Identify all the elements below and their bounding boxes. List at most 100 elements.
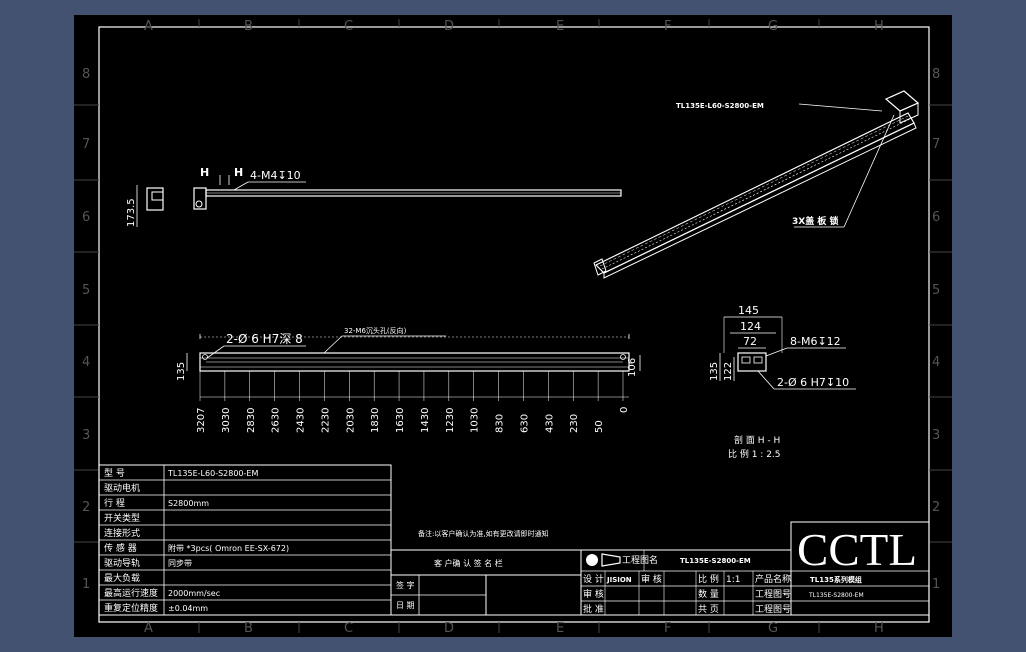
zone-row-5-left: 5 [82,283,90,298]
zone-col-g-top: G [768,19,778,34]
dimension-label: 1630 [395,408,406,433]
date-label: 日 期 [396,601,415,610]
top-height-left: 135 [176,362,187,381]
spec-label: 最大负载 [104,572,140,584]
zone-col-f-top: F [664,19,671,34]
spec-label: 重复定位精度 [104,602,158,614]
top-hole-callout: 2-Ø 6 H7深 8 [226,332,303,346]
dimension-label: 230 [569,414,580,433]
spec-label: 型 号 [104,468,125,479]
side-thread-callout: 4-M4↧10 [250,169,301,182]
dimension-label: 2430 [296,408,307,433]
zone-col-c-bottom: C [344,621,353,636]
iso-end-block [884,90,920,112]
section-title: 剖 面 H - H [734,434,780,446]
spec-label: 驱动导轨 [104,557,140,569]
sec-dim-72: 72 [743,335,757,348]
spec-label: 连接形式 [104,527,140,539]
projection-symbol [586,554,598,566]
dimension-label: 430 [544,414,555,433]
product-name: TL135系列模组 [810,575,862,584]
zone-row-7-right: 7 [932,137,940,152]
dimension-label: 830 [495,414,506,433]
sec-thread-callout: 8-M6↧12 [790,335,841,348]
spec-value: TL135E-L60-S2800-EM [167,469,258,478]
dimension-label: 1030 [470,408,481,433]
zone-col-a-top: A [144,19,153,34]
zone-row-6-left: 6 [82,210,90,225]
title-block: 工程图名 TL135E-S2800-EM 设 计 JISION 审 核 审 核 … [580,521,930,616]
dimension-label: 630 [519,414,530,433]
drawing-notes: 备注:以客户确认为准,如有更改请即时通知 [418,529,549,538]
spec-label: 开关类型 [104,512,140,524]
zone-row-5-right: 5 [932,283,940,298]
zone-col-f-bottom: F [664,621,671,636]
spec-value: S2800mm [168,499,209,508]
zone-labels: A B C D E F G H A B C D E F G H 8 7 6 5 … [82,19,940,636]
scale-label: 比 例 [698,573,719,585]
zone-col-e-top: E [556,19,564,34]
iso-cover-label: 3X盖 板 锁 [792,215,838,227]
rail-profile-top [199,352,630,372]
spec-value: 同步带 [168,559,192,568]
designer-label: 设 计 [583,573,604,585]
section-carriage [737,352,767,372]
h-marker-left: H [200,166,209,179]
zone-col-b-top: B [244,19,253,34]
dimension-label: 3207 [196,408,207,433]
dimension-label: 2830 [246,408,257,433]
projection-label: 工程图名 [622,554,658,566]
sec-dim-135: 135 [709,362,720,381]
scale-value: 1:1 [726,575,740,585]
zone-row-2-left: 2 [82,500,90,515]
approve-label: 批 准 [583,603,604,615]
dimension-label: 2630 [271,408,282,433]
spec-label: 驱动电机 [104,482,140,494]
dimension-label: 3030 [221,408,232,433]
spec-label: 传 感 器 [104,542,137,554]
zone-col-d-top: D [444,19,454,34]
dimension-label: 1230 [445,408,456,433]
dimension-label: 0 [619,407,630,413]
drawing-sheet: A B C D E F G H A B C D E F G H 8 7 6 5 … [74,15,952,637]
spec-label: 最高运行速度 [104,587,158,599]
zone-col-g-bottom: G [768,621,778,636]
designer-name: JISION [606,576,632,584]
zone-row-6-right: 6 [932,210,940,225]
zone-col-h-top: H [874,19,884,34]
spec-value: ±0.04mm [168,604,208,613]
sec-dim-124: 124 [740,320,761,333]
unit-label: 工程图号 [755,604,791,615]
quantity-label: 数 量 [698,588,719,600]
sheet-label: 共 页 [698,604,719,615]
customer-box-title: 客 户确 认 签 名 栏 [434,558,503,568]
end-cap-block [146,187,164,211]
dimension-label: 1830 [370,408,381,433]
zone-row-4-left: 4 [82,355,90,370]
zone-row-2-right: 2 [932,500,940,515]
zone-row-8-right: 8 [932,67,940,82]
dimension-label: 1430 [420,408,431,433]
top-dimension-chain: 3207 3030 2830 2630 2430 2230 2030 1830 1630 1430… [196,371,630,433]
spec-value: 附带 *3pcs( Omron EE-SX-672) [168,543,289,553]
sign-label: 签 字 [396,580,415,590]
dimension-label: 2230 [320,408,331,433]
zone-row-3-right: 3 [932,428,940,443]
zone-row-8-left: 8 [82,67,90,82]
top-slot-callout: 32-M6沉头孔(反向) [344,326,407,335]
company-logo-text: CCTL [797,524,917,575]
zone-col-b-bottom: B [244,621,253,636]
dimension-label: 50 [594,420,605,433]
sec-dim-122: 122 [723,362,734,381]
zone-col-h-bottom: H [874,621,884,636]
zone-col-a-bottom: A [144,621,153,636]
sec-dim-145: 145 [738,304,759,317]
zone-row-1-left: 1 [82,577,90,592]
dimension-label: 2030 [345,408,356,433]
drawing-title: TL135E-S2800-EM [680,557,751,565]
section-view: 145 124 72 135 122 8-M6↧12 2-Ø 6 H7↧10 剖… [709,304,856,460]
zone-col-e-bottom: E [556,621,564,636]
zone-row-7-left: 7 [82,137,90,152]
drawing-no-label: 工程图号 [755,589,791,600]
